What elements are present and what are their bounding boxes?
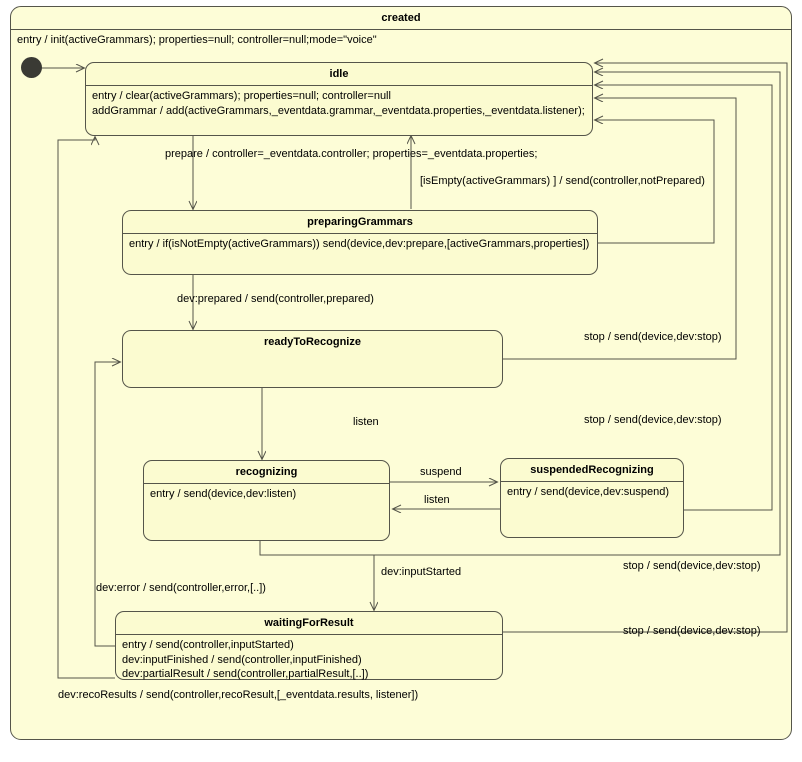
state-readytorecognize[interactable]: readyToRecognize	[122, 330, 503, 388]
state-recognizing-line-0: entry / send(device,dev:listen)	[150, 488, 297, 500]
state-idle[interactable]: idle entry / clear(activeGrammars); prop…	[85, 62, 593, 136]
state-suspendedrecognizing-line-0: entry / send(device,dev:suspend)	[507, 486, 670, 498]
wire-readytorecognize-to-idle	[503, 98, 737, 360]
state-readytorecognize-title: readyToRecognize	[264, 336, 361, 348]
state-suspendedrecognizing[interactable]: suspendedRecognizing entry / send(device…	[500, 458, 684, 538]
state-idle-line-1: addGrammar / add(activeGrammars,_eventda…	[92, 104, 585, 117]
transition-label-stop-waiting: stop / send(device,dev:stop)	[623, 625, 761, 637]
transition-label-inputstarted: dev:inputStarted	[381, 566, 462, 578]
state-suspendedrecognizing-title: suspendedRecognizing	[530, 464, 654, 476]
transition-label-stop-recog: stop / send(device,dev:stop)	[623, 560, 761, 572]
state-preparinggrammars-line-0: entry / if(isNotEmpty(activeGrammars)) s…	[129, 238, 590, 250]
state-suspendedrecognizing-body: entry / send(device,dev:suspend)	[501, 482, 683, 504]
transition-label-prepare: prepare / controller=_eventdata.controll…	[165, 148, 538, 160]
state-recognizing-separator	[144, 483, 389, 484]
wire-waitingforresult-to-readytorecognize	[94, 362, 120, 647]
state-idle-body: entry / clear(activeGrammars); propertie…	[86, 86, 592, 122]
state-waitingforresult-line-0: entry / send(controller,inputStarted)	[122, 639, 294, 651]
transition-label-notprepared: [isEmpty(activeGrammars) ] / send(contro…	[420, 175, 705, 187]
state-idle-separator	[86, 85, 592, 86]
state-preparinggrammars[interactable]: preparingGrammars entry / if(isNotEmpty(…	[122, 210, 598, 275]
transition-label-deverror: dev:error / send(controller,error,[..])	[96, 582, 266, 594]
transition-label-listen-resume: listen	[424, 494, 450, 506]
state-created-body: entry / init(activeGrammars); properties…	[11, 30, 791, 52]
state-idle-line-0: entry / clear(activeGrammars); propertie…	[92, 90, 391, 102]
state-waitingforresult-line-2: dev:partialResult / send(controller,part…	[122, 668, 369, 680]
state-created-entry-line: entry / init(activeGrammars); properties…	[17, 34, 377, 46]
state-waitingforresult[interactable]: waitingForResult entry / send(controller…	[115, 611, 503, 680]
state-created-separator	[11, 29, 791, 30]
state-preparinggrammars-title: preparingGrammars	[307, 216, 413, 228]
state-waitingforresult-title: waitingForResult	[264, 617, 354, 629]
transition-label-suspend: suspend	[420, 466, 462, 478]
state-recognizing-body: entry / send(device,dev:listen)	[144, 484, 389, 506]
transition-label-recoresults: dev:recoResults / send(controller,recoRe…	[58, 689, 419, 701]
wire-suspendedrecognizing-to-idle	[595, 85, 773, 511]
wire-waitingforresult-to-idle	[57, 137, 115, 679]
transition-label-devprepared: dev:prepared / send(controller,prepared)	[177, 293, 374, 305]
state-idle-title: idle	[329, 68, 349, 80]
state-preparinggrammars-separator	[123, 233, 597, 234]
state-waitingforresult-body: entry / send(controller,inputStarted) de…	[116, 635, 502, 686]
wire-waitingforresult-to-idle	[503, 63, 788, 633]
state-recognizing[interactable]: recognizing entry / send(device,dev:list…	[143, 460, 390, 541]
wire-preparinggrammars-right-to-idle	[595, 120, 715, 244]
transition-label-listen: listen	[353, 416, 379, 428]
state-waitingforresult-line-1: dev:inputFinished / send(controller,inpu…	[122, 653, 362, 666]
state-recognizing-title: recognizing	[235, 466, 298, 478]
state-created-title: created	[381, 12, 421, 24]
initial-state-icon	[21, 57, 42, 78]
transition-label-stop-ready: stop / send(device,dev:stop)	[584, 331, 722, 343]
state-preparinggrammars-body: entry / if(isNotEmpty(activeGrammars)) s…	[123, 234, 597, 256]
state-suspendedrecognizing-separator	[501, 481, 683, 482]
transition-label-stop-susp: stop / send(device,dev:stop)	[584, 414, 722, 426]
wire-recognizing-to-idle	[259, 72, 781, 556]
state-waitingforresult-separator	[116, 634, 502, 635]
